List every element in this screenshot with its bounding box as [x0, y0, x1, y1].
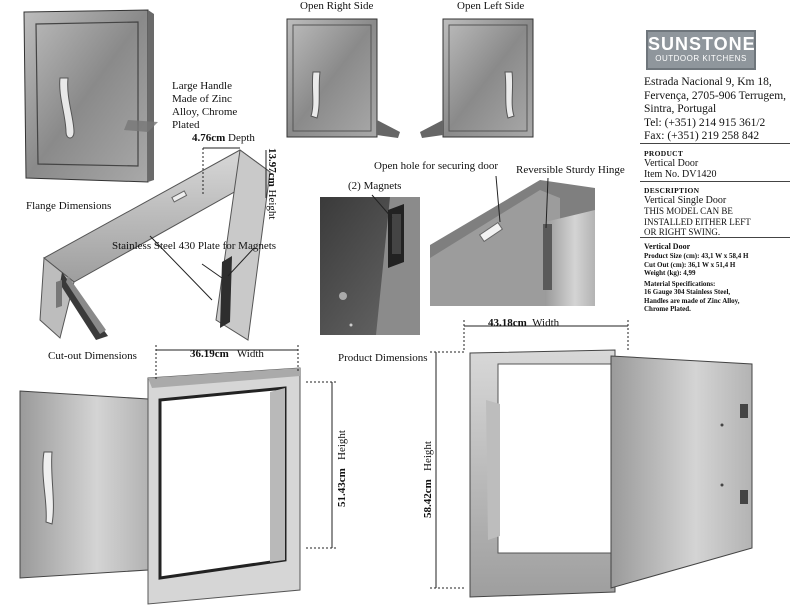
specs-section: Vertical Door Product Size (cm): 43,1 W …: [644, 242, 748, 314]
spec-material-line: 16 Gauge 304 Stainless Steel,: [644, 288, 731, 296]
spec-cutout: Cut Out (cm): 36,1 W x 51,4 H: [644, 260, 736, 269]
flange-dimensions-title: Flange Dimensions: [26, 200, 112, 212]
address-line: Estrada Nacional 9, Km 18,: [644, 76, 772, 88]
divider: [640, 181, 790, 182]
open-hole-callout: Open hole for securing door: [374, 160, 499, 172]
product-height-label: 58.42cm Height: [422, 441, 434, 518]
product-section: PRODUCT Vertical Door Item No. DV1420: [644, 149, 717, 180]
fax: Fax: (+351) 219 258 842: [644, 130, 760, 142]
hinge-callout: Reversible Sturdy Hinge: [516, 164, 625, 176]
closed-door-perspective: [23, 9, 158, 183]
cutout-width-label: 36.19cm Width: [190, 348, 264, 360]
open-left-door: [420, 18, 534, 138]
spec-material-label: Material Specifications:: [644, 279, 716, 288]
cutout-dimensions-title: Cut-out Dimensions: [48, 350, 137, 362]
company-logo: SUNSTONE OUTDOOR KITCHENS: [646, 30, 756, 70]
magnets-detail: [320, 194, 420, 335]
description-section: DESCRIPTION Vertical Single Door THIS MO…: [644, 186, 751, 237]
stainless-plate-callout: Stainless Steel 430 Plate for Magnets: [112, 240, 277, 252]
company-contact: Estrada Nacional 9, Km 18, Fervença, 270…: [644, 76, 786, 144]
address-line: Fervença, 2705-906 Terrugem,: [644, 89, 787, 102]
address-line: Sintra, Portugal: [644, 103, 717, 115]
magnets-callout: (2) Magnets: [348, 180, 402, 192]
handle-callout: Large Handle Made of Zinc Alloy, Chrome …: [172, 80, 238, 131]
divider: [640, 143, 790, 144]
spec-material-line: Chrome Plated.: [644, 305, 691, 313]
product-drawing: [430, 320, 753, 598]
spec-weight: Weight (kg): 4,99: [644, 269, 696, 277]
product-width-label: 43.18cm Width: [488, 317, 560, 329]
cutout-drawing: [19, 345, 338, 605]
flange-height-callout: 13.97cm Height: [266, 148, 278, 220]
product-dimensions-title: Product Dimensions: [338, 352, 428, 364]
depth-callout: 4.76cm Depth: [192, 132, 255, 144]
spec-material-line: Handles are made of Zinc Alloy,: [644, 296, 740, 305]
open-right-side-label: Open Right Side: [300, 0, 374, 12]
specs-title: Vertical Door: [644, 242, 691, 251]
cutout-height-label: 51.43cm Height: [336, 430, 348, 507]
open-left-side-label: Open Left Side: [457, 0, 525, 12]
phone: Tel: (+351) 214 915 361/2: [644, 116, 766, 129]
flange-detail: [39, 147, 271, 341]
hinge-detail: [430, 175, 595, 306]
spec-size: Product Size (cm): 43,1 W x 58,4 H: [644, 252, 749, 260]
open-right-door: [286, 18, 400, 138]
divider: [640, 237, 790, 238]
